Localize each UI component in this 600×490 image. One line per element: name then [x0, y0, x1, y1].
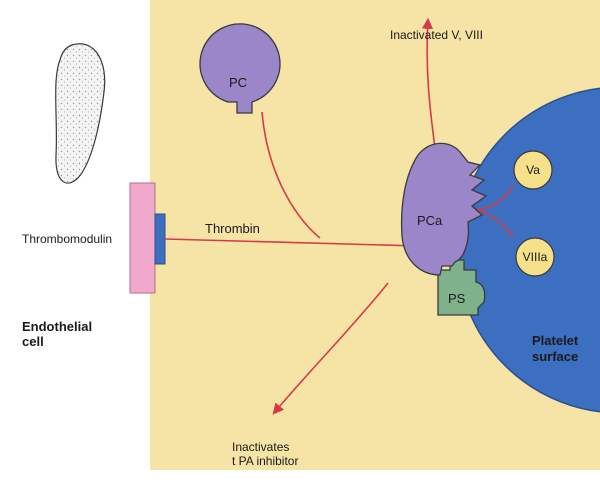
endothelial-cell-label-line-2: cell — [22, 335, 44, 349]
platelet-surface-label-line-1: Platelet — [532, 334, 578, 348]
inactivated-v-viii-label: Inactivated V, VIII — [390, 28, 483, 42]
pca-label: PCa — [417, 214, 442, 228]
va-label: Va — [518, 163, 548, 177]
organelle-shape — [56, 44, 105, 183]
ps-label: PS — [448, 292, 465, 306]
endothelial-cell-label-line-1: Endothelial — [22, 320, 92, 334]
thrombomodulin-receptor — [155, 214, 165, 264]
inactivates-tpa-label-line-1: Inactivates — [232, 440, 289, 454]
thrombomodulin-rect — [130, 183, 155, 293]
viiia-label: VIIIa — [518, 250, 552, 264]
inactivates-tpa-label-line-2: t PA inhibitor — [232, 454, 298, 468]
thrombin-label: Thrombin — [205, 222, 260, 236]
pc-label: PC — [229, 76, 247, 90]
platelet-surface-label-line-2: surface — [532, 350, 578, 364]
thrombomodulin-label: Thrombomodulin — [22, 232, 112, 246]
